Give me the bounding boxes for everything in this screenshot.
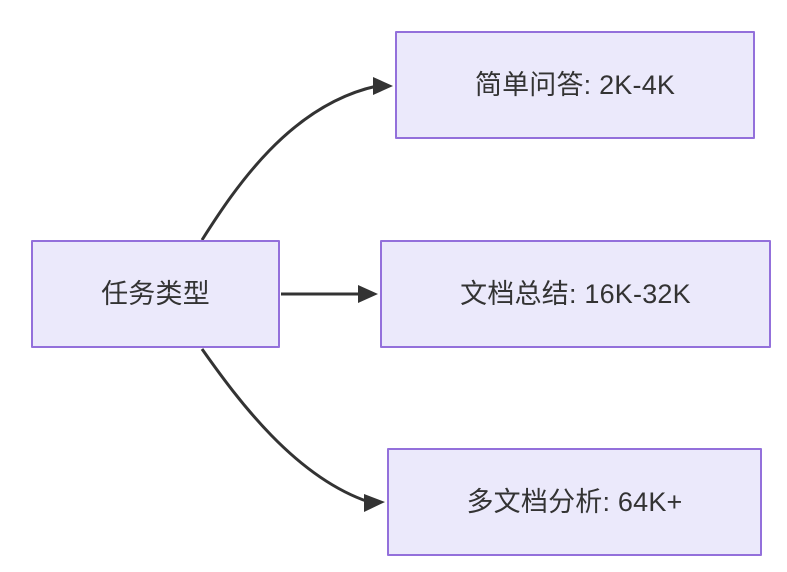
- edge-root-to-task-0: [200, 77, 393, 241]
- arrowhead-icon: [373, 77, 393, 95]
- node-simple-qa[interactable]: 简单问答: 2K-4K: [395, 31, 755, 139]
- edge-path-curved-up: [200, 84, 378, 241]
- edge-root-to-task-2: [200, 348, 385, 512]
- arrowhead-icon: [364, 494, 385, 512]
- node-label: 文档总结: 16K-32K: [460, 278, 691, 309]
- node-label: 简单问答: 2K-4K: [474, 69, 676, 100]
- node-document-summary[interactable]: 文档总结: 16K-32K: [380, 240, 771, 348]
- node-label: 任务类型: [101, 278, 210, 309]
- node-multi-document-analysis[interactable]: 多文档分析: 64K+: [387, 448, 762, 556]
- arrowhead-icon: [358, 285, 378, 303]
- node-root-task-type[interactable]: 任务类型: [31, 240, 280, 348]
- edge-path-curved-down: [200, 348, 370, 504]
- node-label: 多文档分析: 64K+: [466, 486, 683, 517]
- edge-root-to-task-1: [281, 285, 378, 303]
